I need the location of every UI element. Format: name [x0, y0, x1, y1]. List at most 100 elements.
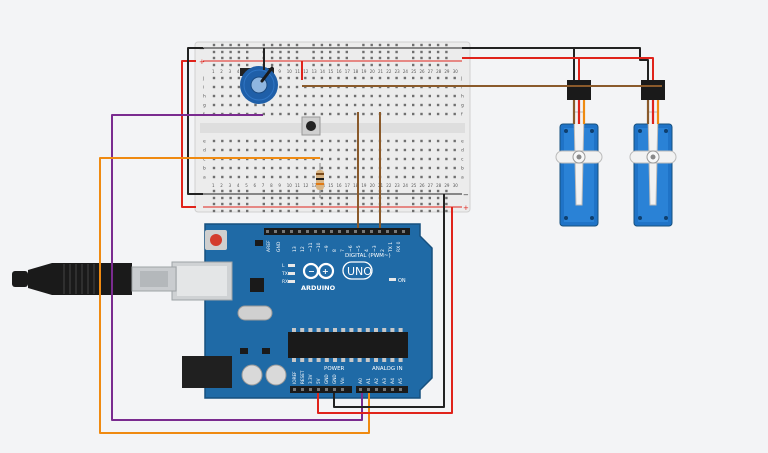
column-number: 30	[453, 69, 459, 74]
column-number: 17	[345, 69, 351, 74]
potentiometer[interactable]	[240, 66, 278, 104]
column-number: 18	[353, 183, 359, 188]
wire-black-gnd	[333, 194, 445, 408]
pushbutton[interactable]	[301, 116, 321, 136]
chip-pins	[292, 328, 403, 362]
wire-servo-vcc	[579, 57, 654, 80]
column-number: 9	[278, 183, 281, 188]
atmega-chip	[288, 332, 408, 358]
column-number: 27	[428, 69, 434, 74]
svg-text:+: +	[322, 267, 329, 276]
wires[interactable]	[99, 47, 662, 434]
column-number: 19	[361, 69, 367, 74]
row-letter: h	[203, 94, 206, 100]
column-number: 15	[328, 183, 334, 188]
digital-pin-label: ~6	[348, 245, 354, 252]
power-pin-label: 3.3V	[308, 374, 313, 384]
column-number: 5	[245, 183, 248, 188]
row-letter: d	[203, 148, 206, 154]
digital-header[interactable]	[264, 228, 410, 235]
rail-plus-label: +	[199, 58, 205, 66]
column-number: 20	[370, 69, 376, 74]
power-pin-label: Vin	[340, 377, 345, 384]
column-number: 11	[295, 69, 301, 74]
column-number: 4	[237, 183, 240, 188]
arduino-logo: − +	[302, 262, 335, 280]
row-letter: e	[461, 140, 464, 145]
row-letter: i	[203, 85, 204, 91]
analog-pin-label: A0	[358, 378, 364, 384]
digital-pin-label: ~3	[372, 245, 378, 252]
servo-connector[interactable]	[567, 80, 665, 100]
row-letter: e	[203, 140, 206, 145]
column-number: 26	[420, 69, 426, 74]
arduino-brand: ARDUINO	[301, 284, 336, 292]
digital-pin-label: 7	[340, 249, 346, 252]
row-letter: a	[461, 176, 464, 181]
digital-pin-label: ~9	[324, 245, 330, 252]
arduino-model: UNO	[347, 265, 372, 278]
column-number: 25	[411, 183, 417, 188]
column-number: 28	[436, 69, 442, 74]
column-number: 24	[403, 183, 409, 188]
row-letter: j	[460, 76, 462, 82]
column-number: 23	[395, 69, 401, 74]
row-letter: j	[202, 76, 204, 82]
resistor	[316, 163, 324, 198]
on-label: ON	[398, 278, 406, 284]
digital-pin-label: 8	[332, 249, 338, 252]
row-letter: f	[461, 112, 463, 118]
digital-pin-label: 4	[364, 249, 370, 252]
column-number: 13	[312, 183, 318, 188]
column-number: 30	[453, 183, 459, 188]
breadboard[interactable]: 1122334455667788991010111112121313141415…	[194, 41, 471, 213]
power-pin-label: RESET	[300, 370, 305, 384]
column-number: 26	[420, 183, 426, 188]
usb-cable[interactable]	[12, 263, 177, 295]
column-number: 22	[386, 183, 392, 188]
led-label: RX	[282, 279, 288, 285]
aref-label: AREF	[266, 240, 272, 252]
column-number: 12	[303, 183, 309, 188]
power-pin-label: GND	[324, 374, 329, 384]
digital-pin-label: ~11	[308, 242, 314, 252]
column-number: 21	[378, 69, 384, 74]
column-number: 10	[287, 183, 293, 188]
servo-2[interactable]	[629, 111, 677, 227]
on-led	[389, 278, 396, 281]
column-number: 29	[444, 183, 450, 188]
led-label: L	[282, 263, 285, 269]
capacitor	[241, 364, 263, 386]
column-number: 8	[270, 183, 273, 188]
digital-pin-label: RX 0	[396, 241, 402, 252]
digital-header-label: DIGITAL (PWM~)	[345, 253, 391, 259]
column-number: 15	[328, 69, 334, 74]
reset-button-cap[interactable]	[210, 234, 222, 246]
column-number: 25	[411, 69, 417, 74]
column-number: 16	[337, 183, 343, 188]
column-number: 14	[320, 69, 326, 74]
rail-minus-label: −	[463, 191, 469, 199]
column-number: 6	[254, 183, 257, 188]
digital-pin-label: TX 1	[388, 242, 394, 253]
analog-pin-label: A3	[382, 378, 388, 384]
analog-header[interactable]	[356, 386, 408, 393]
breadboard-holes	[212, 43, 456, 213]
power-jack	[182, 356, 232, 388]
servo-1[interactable]	[555, 111, 603, 227]
led	[288, 272, 295, 275]
digital-pin-label: ~10	[316, 242, 322, 252]
row-letter: g	[203, 104, 206, 109]
column-number: 16	[337, 69, 343, 74]
row-letter: g	[461, 104, 464, 109]
column-number: 11	[295, 183, 301, 188]
usb-chip	[250, 278, 264, 292]
power-header[interactable]	[290, 386, 352, 393]
analog-pin-label: A2	[374, 378, 380, 384]
column-number: 7	[262, 183, 265, 188]
analog-pin-label: A5	[398, 378, 404, 384]
